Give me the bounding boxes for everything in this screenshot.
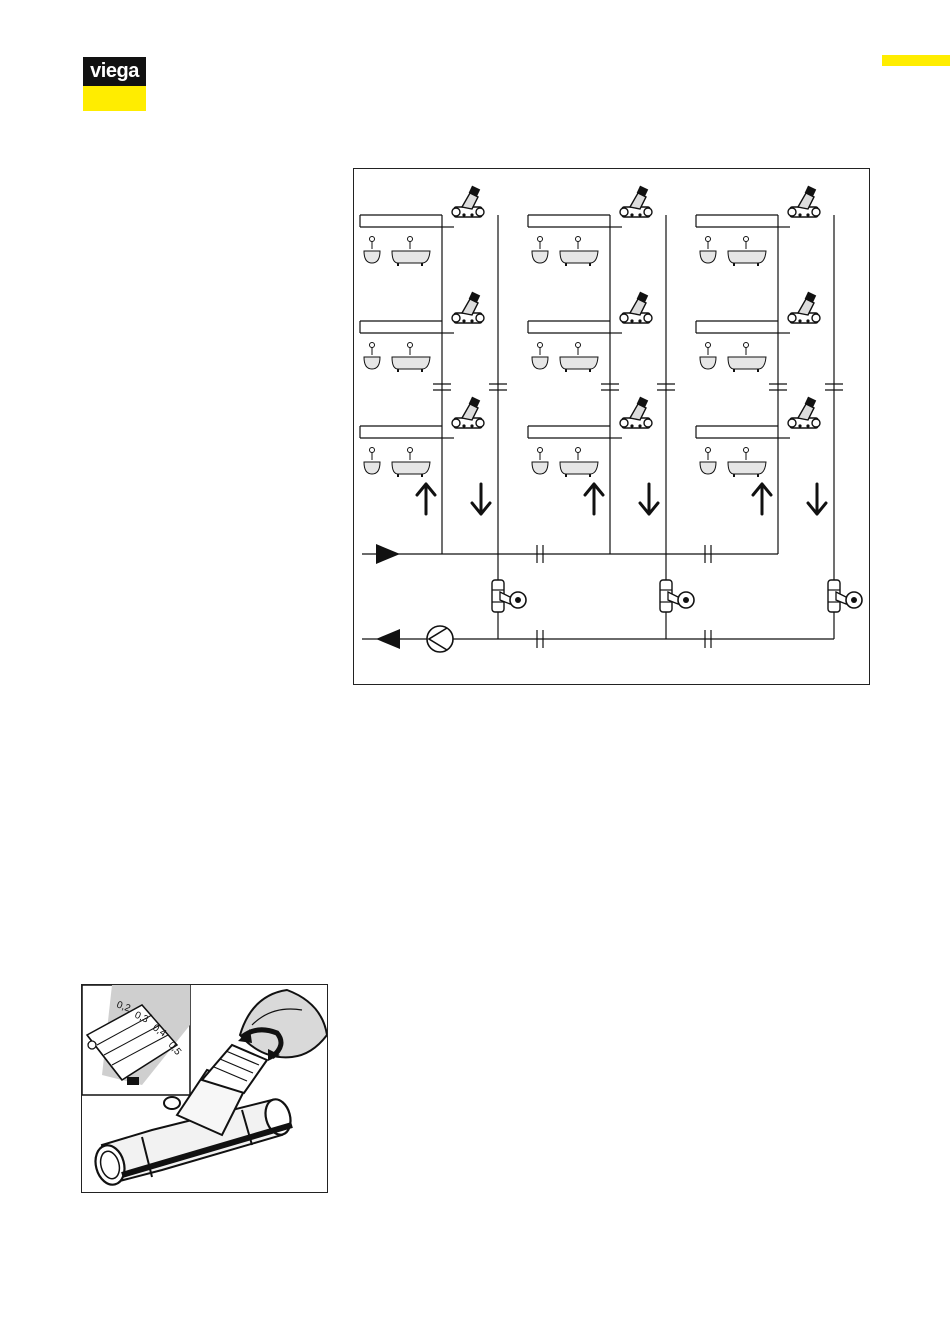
bathtub-icon <box>728 343 766 373</box>
thermostatic-circulation-valve-icon <box>620 186 652 217</box>
supply-flow-arrow-icon <box>376 544 400 564</box>
balancing-valve-icon <box>828 580 862 612</box>
flow-arrow-up-icon <box>753 484 771 514</box>
chapter-tab-marker <box>882 55 950 66</box>
washbasin-icon <box>364 237 380 264</box>
washbasin-icon <box>364 343 380 370</box>
bathtub-icon <box>560 448 598 478</box>
bathtub-icon <box>392 448 430 478</box>
washbasin-icon <box>532 237 548 264</box>
logo-yellow-bar <box>83 86 146 111</box>
washbasin-icon <box>700 448 716 475</box>
bathtub-icon <box>560 237 598 267</box>
thermostatic-circulation-valve-icon <box>620 397 652 428</box>
flow-arrow-down-icon <box>808 484 826 514</box>
thermostatic-circulation-valve-icon <box>620 292 652 323</box>
washbasin-icon <box>364 448 380 475</box>
washbasin-icon <box>700 343 716 370</box>
thermostatic-circulation-valve-icon <box>788 397 820 428</box>
balancing-valve-icon <box>492 580 526 612</box>
washbasin-icon <box>532 343 548 370</box>
thermostatic-circulation-valve-icon <box>452 397 484 428</box>
washbasin-icon <box>532 448 548 475</box>
logo-wordmark: viega <box>83 57 146 86</box>
thermostatic-circulation-valve-icon <box>788 186 820 217</box>
flow-arrow-down-icon <box>472 484 490 514</box>
bathtub-icon <box>392 343 430 373</box>
hand-wheel-icon <box>240 990 327 1057</box>
bathtub-icon <box>728 237 766 267</box>
thermostatic-circulation-valve-icon <box>452 186 484 217</box>
bathtub-icon <box>560 343 598 373</box>
flow-arrow-up-icon <box>417 484 435 514</box>
bathtub-icon <box>728 448 766 478</box>
flow-arrow-up-icon <box>585 484 603 514</box>
viega-logo: viega <box>83 57 146 111</box>
bathtub-icon <box>392 237 430 267</box>
thermostatic-circulation-valve-icon <box>452 292 484 323</box>
pump-icon <box>427 626 453 652</box>
circulation-schematic <box>353 168 870 685</box>
valve-svg: 0,2 0,3 0,4 0,5 <box>82 985 328 1193</box>
schematic-svg <box>354 169 871 686</box>
return-flow-arrow-icon <box>376 629 400 649</box>
balancing-valve-illustration: 0,2 0,3 0,4 0,5 <box>81 984 328 1193</box>
scale-detail-inset: 0,2 0,3 0,4 0,5 <box>82 985 190 1095</box>
washbasin-icon <box>700 237 716 264</box>
flow-arrow-down-icon <box>640 484 658 514</box>
thermostatic-circulation-valve-icon <box>788 292 820 323</box>
balancing-valve-icon <box>660 580 694 612</box>
